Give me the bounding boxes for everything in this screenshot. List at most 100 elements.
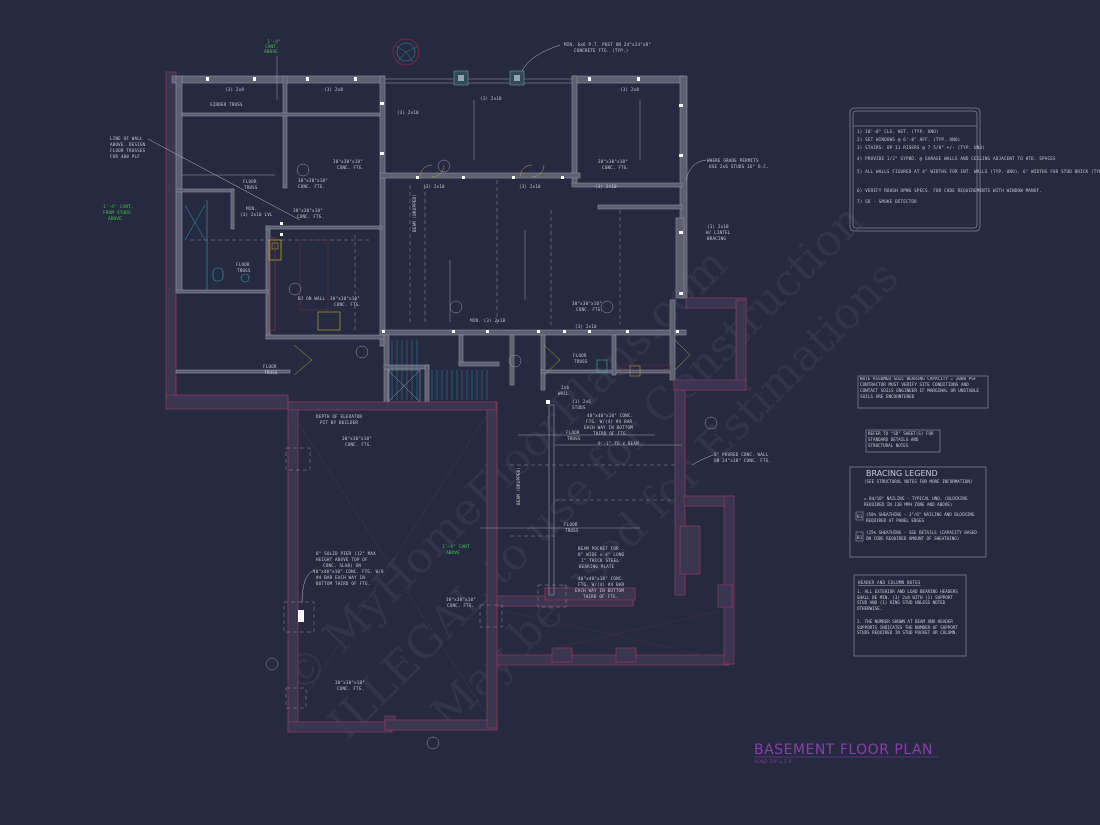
- svg-text:30"x30"x10": 30"x30"x10": [446, 597, 476, 602]
- svg-text:ON 24"x10" CONC. FTG.: ON 24"x10" CONC. FTG.: [714, 458, 771, 463]
- svg-text:CONC. FTG.: CONC. FTG.: [334, 302, 361, 307]
- svg-text:BEARING PLATE: BEARING PLATE: [579, 564, 615, 569]
- drawing-scale: SCALE: 1/4" = 1'-0": [754, 759, 793, 764]
- svg-text:FLOOR TRUSSES: FLOOR TRUSSES: [110, 148, 146, 153]
- svg-text:B1: B1: [857, 535, 863, 540]
- svg-text:FROM STUDS: FROM STUDS: [103, 210, 131, 216]
- refer-note-box: REFER TO "SD" SHEET(S) FOR STANDARD DETA…: [865, 429, 941, 453]
- svg-text:BRACING LEGEND: BRACING LEGEND: [866, 469, 938, 478]
- svg-text:CONC. FTG.: CONC. FTG.: [337, 165, 364, 170]
- svg-text:CONC. FTG.: CONC. FTG.: [297, 214, 324, 219]
- svg-text:2x6: 2x6: [561, 385, 569, 390]
- callouts: MIN. 6x6 P.T. POST ON 24"x24"x8" CONCRET…: [103, 39, 771, 691]
- svg-text:BOTTOM THIRD OF FTG.: BOTTOM THIRD OF FTG.: [316, 581, 370, 586]
- svg-text:TRUSS: TRUSS: [574, 359, 588, 364]
- drawing-title: BASEMENT FLOOR PLAN: [754, 742, 933, 758]
- svg-text:5) ALL WALLS FIGURED AT 4" WID: 5) ALL WALLS FIGURED AT 4" WIDTHS FOR IN…: [857, 169, 1100, 174]
- svg-text:1" THICK STEEL: 1" THICK STEEL: [581, 558, 619, 563]
- watermark: © MyHomeFloorPlans.com ILLEGAL to use fo…: [273, 194, 909, 749]
- svg-text:BJ ON WALL: BJ ON WALL: [298, 296, 325, 301]
- svg-text:(3) 2x10: (3) 2x10: [707, 224, 729, 229]
- svg-text:TRUSS: TRUSS: [237, 268, 251, 273]
- svg-text:#4 BAR EACH WAY IN: #4 BAR EACH WAY IN: [316, 575, 365, 580]
- svg-text:FTG. W/(4) #4 BAR: FTG. W/(4) #4 BAR: [578, 582, 625, 587]
- svg-text:W/ LINTEL: W/ LINTEL: [706, 230, 731, 235]
- svg-text:ABOVE: ABOVE: [264, 49, 278, 55]
- svg-text:ABOVE: ABOVE: [446, 550, 460, 556]
- svg-text:TRUSS: TRUSS: [244, 185, 258, 190]
- svg-text:40"x40"x10" CONC. FTG. W/8: 40"x40"x10" CONC. FTG. W/8: [313, 569, 384, 574]
- svg-text:30"x30"x10": 30"x30"x10": [293, 208, 323, 213]
- svg-text:30"x30"x10": 30"x30"x10": [598, 159, 628, 164]
- bracing-legend-box: BRACING LEGEND (SEE STRUCTURAL NOTES FOR…: [849, 466, 987, 558]
- svg-text:BEAM POCKET FOR: BEAM POCKET FOR: [578, 546, 619, 551]
- svg-text:CANT.: CANT.: [265, 44, 279, 50]
- svg-text:CONC. FTG.: CONC. FTG.: [298, 184, 325, 189]
- svg-text:FLOOR: FLOOR: [236, 262, 250, 267]
- svg-text:CONC. SLAB) ON: CONC. SLAB) ON: [323, 563, 361, 568]
- svg-text:FTG. W/(4) #4 BAR: FTG. W/(4) #4 BAR: [586, 419, 633, 424]
- header-notes-box: HEADER AND COLUMN NOTES 1. ALL EXTERIOR …: [853, 574, 967, 657]
- svg-text:MIN.: MIN.: [246, 206, 257, 211]
- svg-text:9'-1" TO ¢ BEAM: 9'-1" TO ¢ BEAM: [598, 441, 639, 446]
- svg-text:BEAM (DROPPED): BEAM (DROPPED): [516, 467, 521, 505]
- svg-text:CONC. FTG.: CONC. FTG.: [345, 442, 372, 447]
- svg-text:40"x40"x10" CONC.: 40"x40"x10" CONC.: [578, 576, 624, 581]
- svg-text:8" POURED CONC. WALL: 8" POURED CONC. WALL: [714, 452, 769, 457]
- svg-text:FLOOR: FLOOR: [263, 364, 277, 369]
- svg-text:(3) 2x10 LVL: (3) 2x10 LVL: [240, 212, 273, 217]
- svg-text:(3) 2x10: (3) 2x10: [595, 184, 617, 189]
- svg-text:1'-4": 1'-4": [267, 39, 281, 45]
- svg-text:6) VERIFY ROUGH OPNG SPECS. FO: 6) VERIFY ROUGH OPNG SPECS. FOR CODE REQ…: [857, 188, 1042, 193]
- svg-text:1'-4" CANT: 1'-4" CANT: [442, 544, 470, 550]
- svg-text:FLOOR: FLOOR: [564, 522, 578, 527]
- svg-text:CONC. FTG.: CONC. FTG.: [576, 307, 603, 312]
- svg-text:CONC. FTG.: CONC. FTG.: [447, 603, 474, 608]
- svg-text:WALL: WALL: [558, 391, 569, 396]
- svg-text:30"x30"x10": 30"x30"x10": [330, 296, 360, 301]
- svg-text:STUDS: STUDS: [572, 405, 586, 410]
- svg-text:ABOVE: ABOVE: [108, 216, 122, 222]
- svg-text:30"x30"x10": 30"x30"x10": [572, 301, 602, 306]
- svg-text:B1: B1: [857, 514, 863, 519]
- refer-note-text: REFER TO "SD" SHEET(S) FOR STANDARD DETA…: [868, 431, 934, 448]
- svg-text:(3) 2x10: (3) 2x10: [575, 324, 597, 329]
- svg-text:30"x30"x10": 30"x30"x10": [342, 436, 372, 441]
- svg-text:USE 2x6 STUDS 16" O.C.: USE 2x6 STUDS 16" O.C.: [709, 164, 769, 169]
- svg-text:(3) 2x8: (3) 2x8: [225, 87, 244, 92]
- svg-text:LINE OF WALL: LINE OF WALL: [110, 136, 143, 141]
- svg-text:(3) 2x10: (3) 2x10: [519, 184, 541, 189]
- svg-text:TRUSS: TRUSS: [264, 370, 278, 375]
- svg-text:CONC. FTG.: CONC. FTG.: [602, 165, 629, 170]
- svg-text:FLOOR: FLOOR: [573, 353, 587, 358]
- svg-text:ABOVE. DESIGN: ABOVE. DESIGN: [110, 142, 146, 147]
- svg-text:(3) 2x10: (3) 2x10: [480, 96, 502, 101]
- svg-text:TRUSS: TRUSS: [565, 528, 579, 533]
- svg-text:MIN. (3) 2x10: MIN. (3) 2x10: [470, 318, 506, 323]
- svg-text:7) SD - SMOKE DETECTOR: 7) SD - SMOKE DETECTOR: [857, 199, 917, 204]
- svg-text:HEIGHT ABOVE TOP OF: HEIGHT ABOVE TOP OF: [316, 557, 368, 562]
- svg-text:FOR 400 PLF: FOR 400 PLF: [110, 154, 140, 159]
- upper-foundation: [165, 38, 747, 410]
- svg-text:30"x30"x10": 30"x30"x10": [298, 178, 328, 183]
- svg-text:1'-4" CANT.: 1'-4" CANT.: [103, 204, 133, 210]
- svg-text:FLOOR: FLOOR: [243, 179, 257, 184]
- svg-text:40"x40"x10" CONC.: 40"x40"x10" CONC.: [587, 413, 633, 418]
- svg-text:PIT BY BUILDER: PIT BY BUILDER: [320, 420, 358, 425]
- svg-text:30"x30"x10": 30"x30"x10": [333, 159, 363, 164]
- section-markers: [265, 159, 718, 750]
- svg-text:3) STAIRS: UP 11 RISERS @ 7 5/: 3) STAIRS: UP 11 RISERS @ 7 5/8" +/- (TY…: [857, 145, 985, 150]
- svg-text:DEPTH OF ELEVATOR: DEPTH OF ELEVATOR: [316, 414, 363, 419]
- svg-text:CONCRETE FTG. (TYP.): CONCRETE FTG. (TYP.): [574, 48, 628, 53]
- svg-text:(1) 2x6: (1) 2x6: [572, 399, 591, 404]
- svg-text:TRUSS: TRUSS: [567, 436, 581, 441]
- svg-text:4) PROVIDE 1/2" GYPBD. @ GARAG: 4) PROVIDE 1/2" GYPBD. @ GARAGE WALLS AN…: [857, 156, 1056, 161]
- svg-text:THIRD OF FTG.: THIRD OF FTG.: [593, 431, 628, 436]
- svg-text:BRACING: BRACING: [707, 236, 726, 241]
- svg-text:ILLEGAL to use for Constructio: ILLEGAL to use for Construction: [318, 194, 873, 749]
- general-notes-box: 1) 10'-0" CLG. HGT. (TYP. UNO) 2) SET WI…: [849, 107, 1100, 232]
- spiral-stair: [392, 38, 420, 66]
- soil-note-text: NOTE ASSUMED SOIL BEARING CAPACITY = 200…: [860, 377, 979, 400]
